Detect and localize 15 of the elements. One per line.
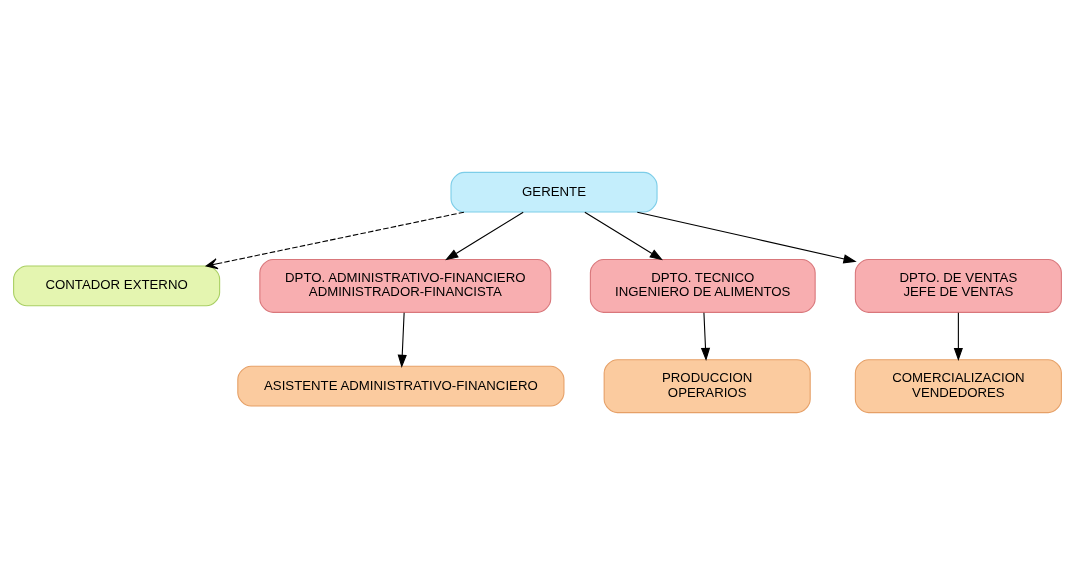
arrow — [700, 312, 711, 362]
arrow — [584, 211, 663, 261]
node-box: GERENTE — [450, 171, 658, 213]
arrow — [953, 312, 963, 362]
node-box: ASISTENTE ADMINISTRATIVO-FINANCIERO — [237, 365, 565, 407]
node-box: DPTO. ADMINISTRATIVO-FINANCIERO ADMINISTRADOR-FINANCISTA — [259, 258, 552, 313]
node-box: DPTO. TECNICO INGENIERO DE ALIMENTOS — [589, 258, 816, 313]
node-box: CONTADOR EXTERNO — [13, 265, 221, 307]
arrow — [205, 211, 465, 270]
node-box: PRODUCCION OPERARIOS — [603, 359, 811, 414]
node-box: DPTO. DE VENTAS JEFE DE VENTAS — [854, 258, 1062, 313]
node-box: COMERCIALIZACION VENDEDORES — [854, 359, 1062, 414]
arrow — [636, 211, 857, 264]
arrow — [445, 211, 524, 261]
arrow — [397, 312, 407, 368]
